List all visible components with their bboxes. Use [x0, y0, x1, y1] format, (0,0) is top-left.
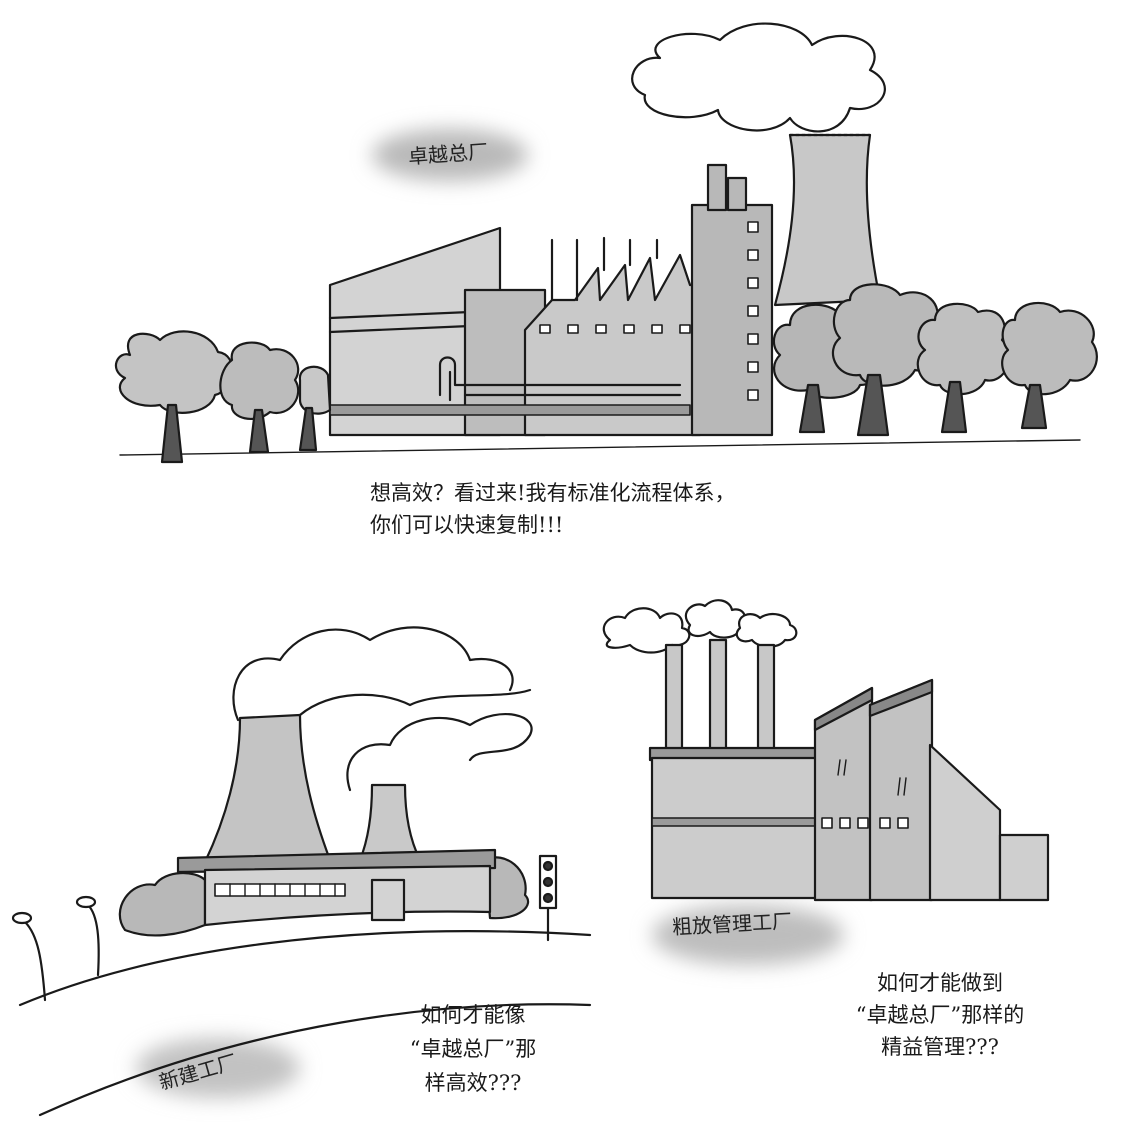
rough-caption-line-2: “卓越总厂”那样的: [855, 1003, 1025, 1027]
new-caption-line-2: “卓越总厂”那: [409, 1037, 537, 1061]
rough-caption-line-1: 如何才能做到: [877, 971, 1003, 995]
new-smoke: [232, 626, 533, 792]
new-cooling-tower-small: [358, 783, 422, 862]
rough-smoke: [602, 607, 691, 654]
rough-factory-scene: [602, 599, 1050, 902]
new-cooling-tower-large: [203, 713, 332, 864]
new-caption-line-3: 样高效???: [424, 1071, 522, 1095]
tree: [1001, 301, 1098, 430]
rough-chimney: [708, 638, 728, 754]
traffic-light: [538, 854, 558, 942]
main-tall-building: [690, 203, 774, 437]
tree: [831, 283, 945, 437]
tree: [298, 365, 332, 452]
main-caption-line-1: 想高效？看过来!我有标准化流程体系，: [370, 481, 736, 505]
tree: [916, 302, 1011, 434]
rough-main-block: [650, 756, 819, 900]
main-smoke-cloud: [631, 22, 886, 133]
tree: [219, 341, 300, 454]
main-cooling-tower: [773, 133, 882, 307]
rough-chimney: [756, 643, 776, 753]
main-pipes: [438, 356, 682, 397]
street-lamp: [75, 895, 100, 977]
main-caption-line-2: 你们可以快速复制!!!: [370, 513, 564, 537]
main-factory-scene: [114, 22, 1098, 464]
rough-chimney: [664, 643, 684, 752]
new-factory-body: [203, 864, 492, 927]
rough-annex: [998, 833, 1050, 902]
rough-slope-annex: [928, 743, 1002, 902]
new-bushes-right: [483, 856, 530, 920]
road-line: [38, 1003, 592, 1117]
new-factory-scene: [11, 626, 592, 1117]
street-lamp: [11, 911, 47, 1002]
label-smudge-rough: [652, 905, 844, 965]
tree: [114, 330, 234, 464]
label-smudge-new: [136, 1038, 300, 1098]
new-bushes-left: [118, 872, 207, 937]
label-smudge-main: [372, 129, 528, 181]
rough-caption-line-3: 精益管理???: [881, 1035, 999, 1059]
hill-line: [18, 930, 592, 1007]
new-caption-line-1: 如何才能像: [420, 1003, 526, 1027]
